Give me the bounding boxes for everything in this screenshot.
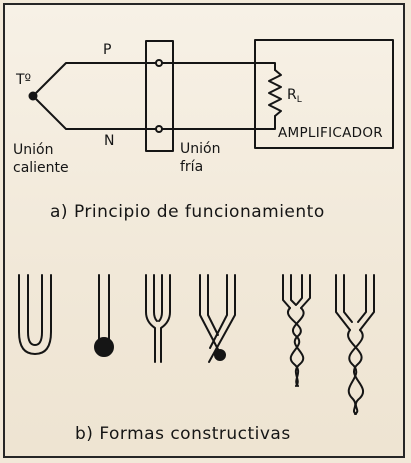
caption-a: a) Principio de funcionamiento — [50, 202, 325, 222]
cold-junction-label-line2: fría — [180, 159, 204, 175]
cold-junction-terminal-bottom — [155, 125, 163, 133]
lead-right-top — [265, 62, 276, 71]
hot-junction-label-line2: caliente — [13, 160, 69, 176]
wire-n — [32, 95, 267, 130]
caption-b: b) Formas constructivas — [75, 424, 291, 444]
amplifier-label: AMPLIFICADOR — [278, 125, 383, 141]
form-5-twisted-short — [282, 274, 311, 387]
form-2-bead-junction — [94, 274, 114, 357]
load-resistor — [268, 69, 282, 117]
wire-p-label: P — [103, 42, 112, 58]
cold-junction-label-line1: Unión — [180, 141, 221, 157]
lead-right-bottom — [265, 115, 276, 130]
figure-frame — [3, 3, 405, 458]
form-3-parallel-y — [145, 274, 171, 363]
cold-junction-terminal-top — [155, 59, 163, 67]
resistor-label-main: R — [287, 87, 297, 103]
wire-p — [32, 62, 267, 97]
temperature-label: Tº — [16, 72, 32, 88]
form-6-twisted-long — [335, 274, 375, 415]
hot-junction-label-line1: Unión — [13, 142, 54, 158]
form-4-crossed-weld — [199, 274, 236, 363]
hot-junction-dot — [28, 91, 38, 101]
resistor-label-sub: L — [296, 95, 302, 105]
thermocouple-circuit — [28, 39, 394, 152]
amplifier-box — [254, 39, 394, 149]
form-1-u-bend — [18, 274, 52, 355]
wire-n-label: N — [104, 133, 115, 149]
cold-junction-block — [145, 40, 174, 152]
resistor-label: RL — [287, 87, 302, 108]
